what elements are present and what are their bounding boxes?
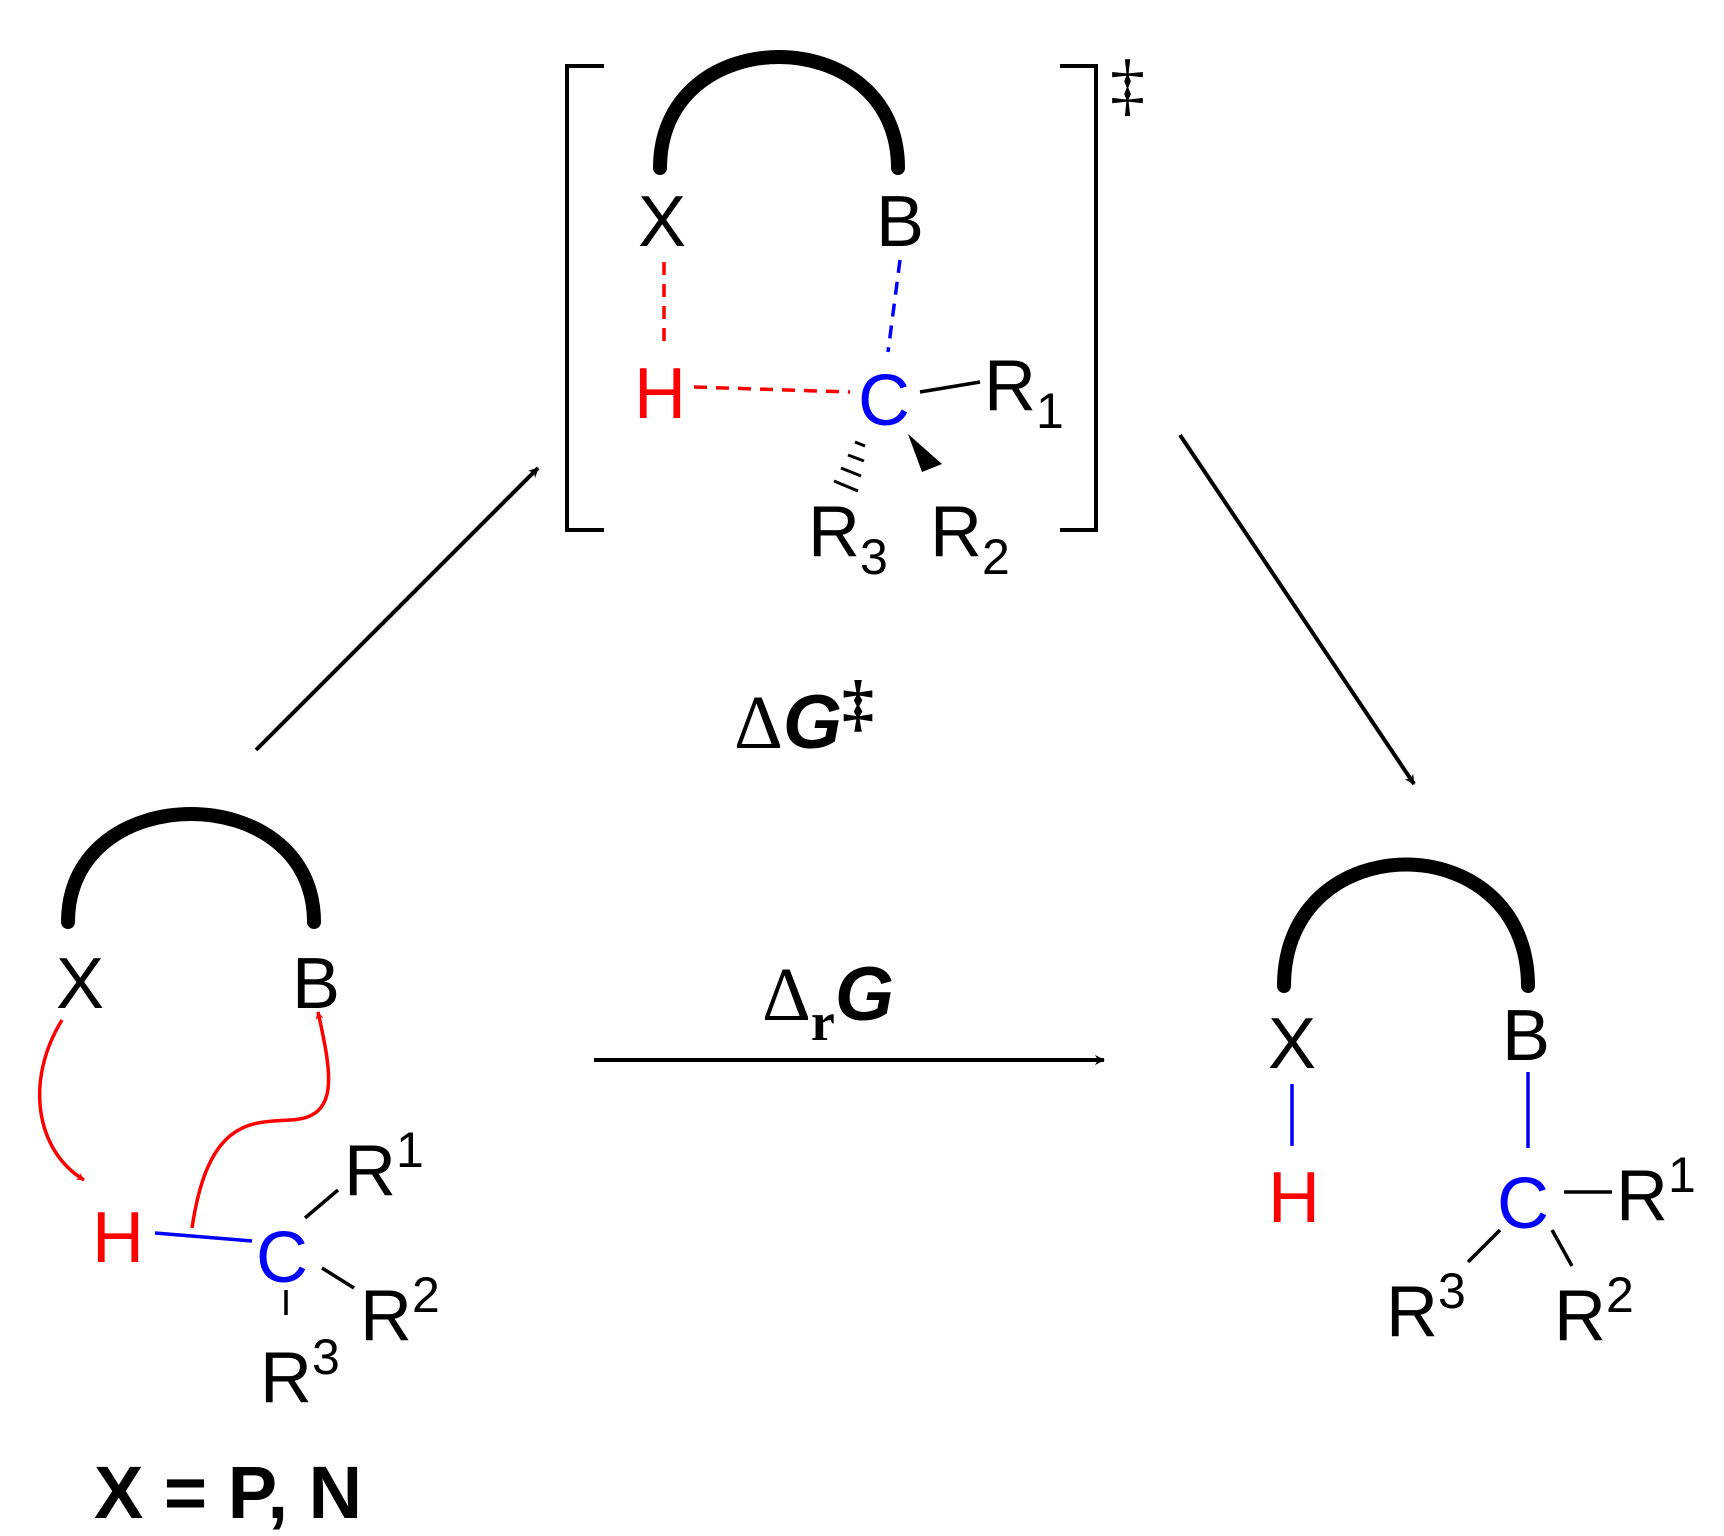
reactant-atom-x: X [56,944,104,1024]
reactant-bond-c-r2 [321,1266,355,1290]
reaction-delta: Δ [762,953,811,1037]
reactant-atom-h: H [92,1198,144,1278]
ts-backbone-arc [653,50,905,175]
activation-dagger: ‡ [842,667,874,738]
condition-label: X = P, N [94,1451,362,1534]
ts-atom-h: H [634,354,686,434]
arrow-from-transition-state [1178,433,1416,786]
product-atom-c: C [1497,1164,1549,1244]
reactant-backbone-arc [61,807,321,929]
reactant-r3: R3 [260,1329,340,1418]
product: X B H C R1 R3 R2 [1268,857,1696,1356]
ts-atom-x: X [638,182,686,262]
reactant-arrow-hc-to-b [190,1011,331,1229]
ts-dagger: ‡ [1110,47,1145,124]
reaction-sub-r: r [811,992,835,1052]
reactant-bond-h-c [154,1231,253,1243]
ts-atom-c: C [858,361,910,441]
ts-solid-wedge-c-r2 [908,434,942,472]
product-r2: R2 [1554,1267,1634,1356]
activation-g: G [783,680,842,765]
arrow-to-transition-state [254,466,540,752]
reactant-bond-c-r1 [303,1188,340,1220]
product-r1: R1 [1616,1147,1696,1236]
ts-bracket-right [1060,64,1098,532]
product-backbone-arc [1277,857,1535,993]
reactant-atom-c: C [256,1218,308,1298]
reaction-g: G [835,952,894,1037]
ts-bond-c-r1 [919,380,981,394]
reactant-r2: R2 [360,1267,440,1356]
product-bond-c-r2 [1550,1229,1574,1267]
product-r3: R3 [1386,1263,1466,1352]
ts-r1: R1 [984,346,1064,439]
activation-energy-label: ΔG‡ [734,667,874,765]
activation-delta: Δ [734,681,783,765]
product-atom-h: H [1268,1158,1320,1238]
reaction-energy-label: ΔrG [762,952,894,1052]
ts-hashed-wedge-c-r3 [833,440,866,493]
reactant-arrow-x-to-h [37,1019,85,1182]
product-bond-c-r3 [1466,1228,1502,1264]
product-atom-x: X [1268,1004,1316,1084]
ts-partial-bond-h-c [693,385,851,394]
reactant-r1: R1 [344,1122,424,1211]
ts-r3: R3 [808,492,888,585]
ts-partial-bond-b-c [886,259,902,353]
transition-state: ‡ X B H C R1 R3 R2 [565,47,1145,585]
ts-bracket-left [565,64,604,532]
product-atom-b: B [1502,996,1550,1076]
ts-r2: R2 [930,492,1010,585]
reactant-atom-b: B [292,944,340,1024]
reactant: X B H C R1 R2 R3 X = P, N [37,807,440,1534]
ts-atom-b: B [876,182,924,262]
